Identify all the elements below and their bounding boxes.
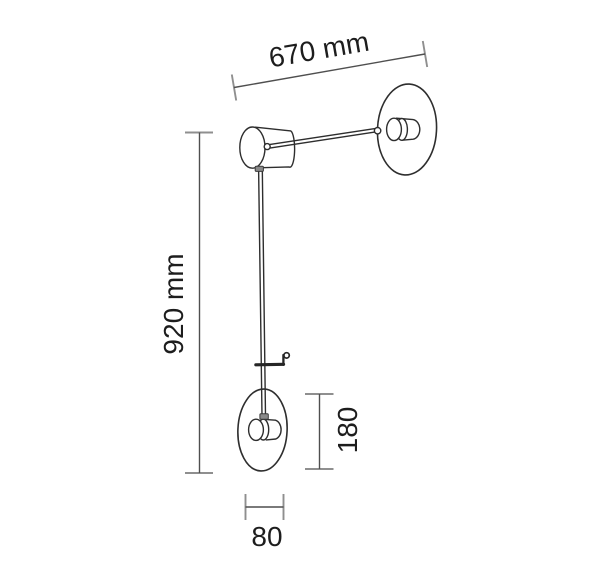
dimension-670 <box>230 40 429 101</box>
dimension-920 <box>185 131 213 474</box>
cable-hook-knob <box>283 351 291 359</box>
cable-hook <box>254 351 291 367</box>
height-dimension-label: 920 mm <box>158 253 189 355</box>
lower-shade-disc <box>237 388 288 472</box>
lamp-drawing <box>237 83 438 472</box>
dimension-670-line <box>233 53 426 89</box>
head-height-dimension-label: 180 <box>331 406 363 454</box>
lower-bulb-holder-face <box>247 418 265 442</box>
dimension-180 <box>305 393 334 470</box>
rod-bottom-joint <box>259 413 269 420</box>
lamp-rod <box>257 167 267 417</box>
dimension-80 <box>244 494 285 520</box>
arm-pivot-right <box>373 126 382 135</box>
wall-mount-face <box>239 126 266 169</box>
base-width-dimension-label: 80 <box>251 521 283 552</box>
arm-pivot-left <box>263 142 271 151</box>
cable-hook-bar <box>254 362 286 367</box>
upper-bulb-holder-face <box>385 117 403 142</box>
lamp-arm <box>267 127 379 149</box>
rod-top-joint <box>254 165 264 172</box>
